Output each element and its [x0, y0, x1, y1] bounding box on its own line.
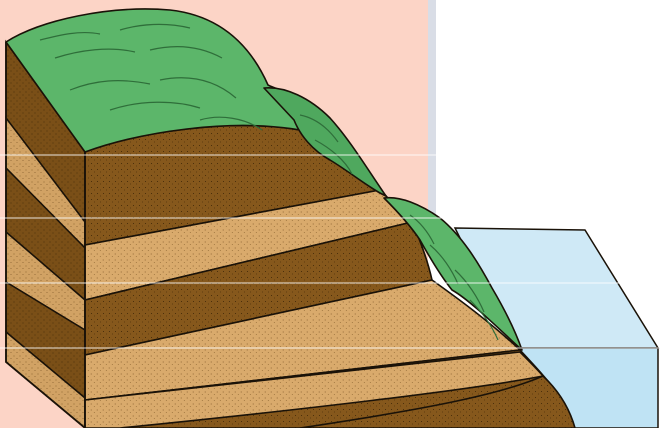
- landslide-block-diagram: [0, 0, 661, 428]
